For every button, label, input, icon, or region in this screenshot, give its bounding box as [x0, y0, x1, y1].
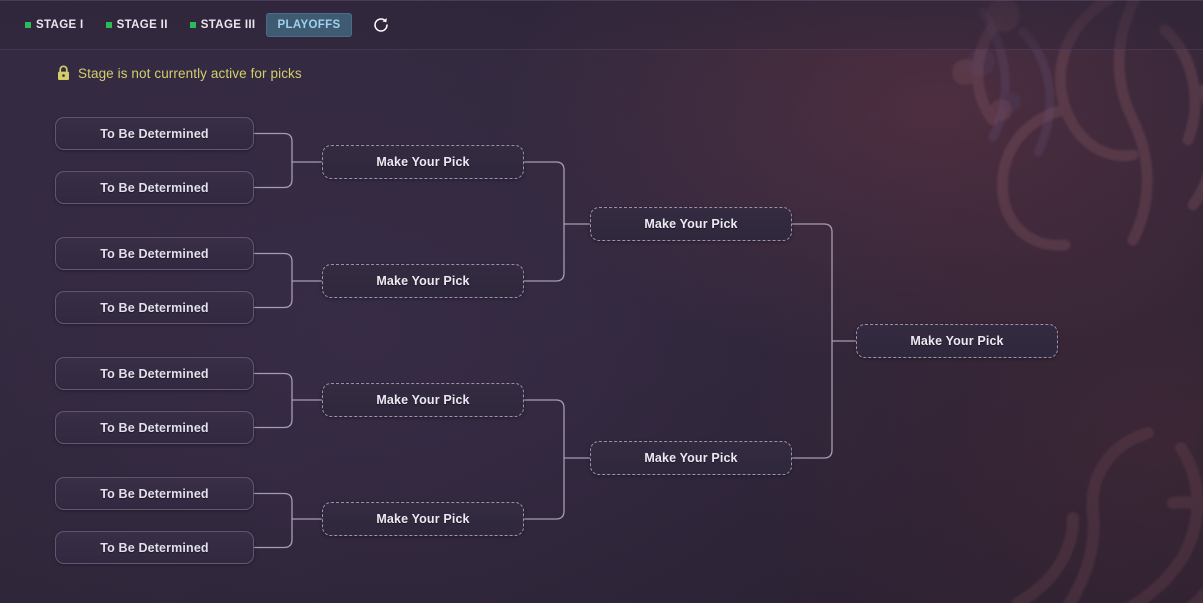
tab-label: STAGE III	[200, 18, 256, 31]
tab-stage-ii[interactable]: STAGE II	[95, 13, 179, 37]
node-label: Make Your Pick	[376, 393, 470, 407]
node-label: Make Your Pick	[376, 155, 470, 169]
node-label: To Be Determined	[100, 540, 209, 555]
node-label: To Be Determined	[100, 246, 209, 261]
stage-locked-notice: Stage is not currently active for picks	[57, 65, 302, 81]
tab-label: PLAYOFFS	[277, 18, 341, 31]
node-label: Make Your Pick	[376, 274, 470, 288]
refresh-icon	[373, 17, 388, 32]
refresh-button[interactable]	[366, 10, 396, 40]
node-label: Make Your Pick	[376, 512, 470, 526]
locked-notice-text: Stage is not currently active for picks	[78, 65, 302, 81]
lock-icon	[58, 65, 69, 80]
bracket-node-qf-3[interactable]: Make Your Pick	[322, 383, 524, 417]
stage-status-dot-icon	[105, 21, 112, 28]
bracket-node-qf-2[interactable]: Make Your Pick	[322, 264, 524, 298]
node-label: To Be Determined	[100, 366, 209, 381]
bracket-node-qf-4[interactable]: Make Your Pick	[322, 502, 524, 536]
tab-stage-iii[interactable]: STAGE III	[179, 13, 267, 37]
bracket-node-r16-5: To Be Determined	[55, 357, 254, 390]
bracket-node-sf-2[interactable]: Make Your Pick	[590, 441, 792, 475]
tab-playoffs[interactable]: PLAYOFFS	[266, 12, 352, 37]
bracket-node-r16-1: To Be Determined	[55, 117, 254, 150]
bracket-node-qf-1[interactable]: Make Your Pick	[322, 145, 524, 179]
bracket-node-r16-3: To Be Determined	[55, 237, 254, 270]
node-label: To Be Determined	[100, 486, 209, 501]
tab-label: STAGE II	[116, 18, 168, 31]
bracket-node-sf-1[interactable]: Make Your Pick	[590, 207, 792, 241]
stage-status-dot-icon	[189, 21, 196, 28]
bracket-node-r16-7: To Be Determined	[55, 477, 254, 510]
stage-status-dot-icon	[25, 21, 31, 28]
stage-tabs-bar: STAGE I STAGE II STAGE III PLAYOFFS	[0, 0, 1203, 50]
bracket-node-r16-8: To Be Determined	[55, 531, 254, 564]
node-label: Make Your Pick	[910, 334, 1004, 348]
bracket-node-final[interactable]: Make Your Pick	[856, 324, 1058, 358]
tab-label: STAGE I	[36, 18, 84, 31]
node-label: To Be Determined	[100, 420, 209, 435]
node-label: To Be Determined	[100, 300, 209, 315]
tab-stage-i[interactable]: STAGE I	[14, 13, 95, 37]
bracket-node-r16-4: To Be Determined	[55, 291, 254, 324]
node-label: To Be Determined	[100, 180, 209, 195]
node-label: To Be Determined	[100, 126, 209, 141]
bracket-node-r16-6: To Be Determined	[55, 411, 254, 444]
node-label: Make Your Pick	[644, 451, 738, 465]
node-label: Make Your Pick	[644, 217, 738, 231]
bracket-node-r16-2: To Be Determined	[55, 171, 254, 204]
